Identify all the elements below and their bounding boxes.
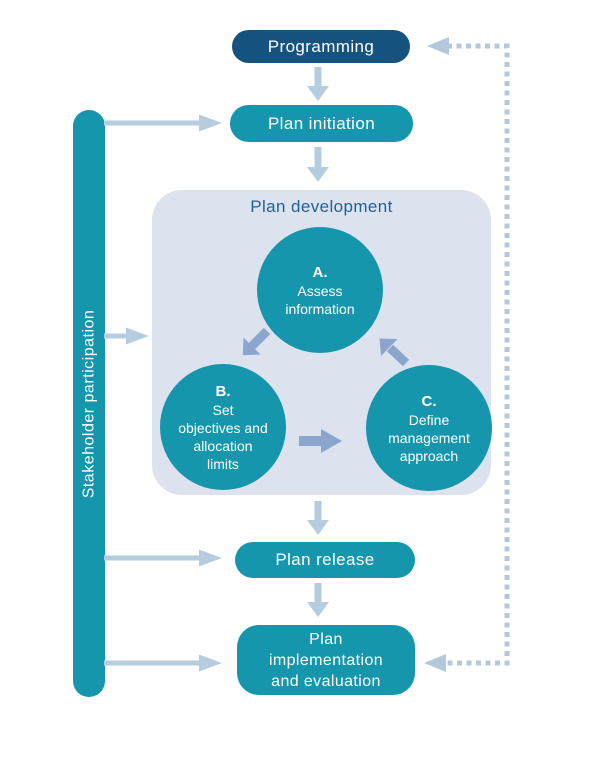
arrow-programming-to-plan-initiation-icon — [307, 67, 329, 101]
step-b-letter: B. — [215, 382, 231, 400]
step-b-label: Set objectives and allocation limits — [178, 401, 268, 472]
arrow-plan-initiation-to-plan-development-icon — [307, 147, 329, 182]
step-c-define-management: C. Define management approach — [366, 365, 492, 491]
step-b-set-objectives: B. Set objectives and allocation limits — [160, 364, 286, 490]
step-c-letter: C. — [421, 392, 437, 410]
step-a-label: Assess information — [285, 282, 355, 317]
plan-development-title: Plan development — [250, 197, 393, 216]
arrow-stakeholder-to-plan-development-icon — [104, 327, 149, 345]
step-a-assess-information: A. Assess information — [257, 227, 383, 353]
arrow-stakeholder-to-plan-release-icon — [104, 549, 222, 567]
step-c-label: Define management approach — [388, 411, 470, 464]
node-plan-initiation: Plan initiation — [230, 105, 413, 142]
node-plan-release: Plan release — [235, 542, 415, 578]
node-programming: Programming — [232, 30, 410, 63]
node-plan-implementation: Plan implementation and evaluation — [237, 625, 415, 695]
step-a-letter: A. — [312, 263, 328, 281]
stakeholder-participation-label: Stakeholder participation — [80, 309, 98, 498]
arrow-plan-development-to-plan-release-icon — [307, 501, 329, 535]
arrow-stakeholder-to-plan-implementation-icon — [104, 654, 222, 672]
arrow-stakeholder-to-plan-initiation-icon — [104, 114, 222, 132]
arrow-plan-release-to-plan-implementation-icon — [307, 583, 329, 617]
stakeholder-participation-bar: Stakeholder participation — [73, 110, 105, 697]
